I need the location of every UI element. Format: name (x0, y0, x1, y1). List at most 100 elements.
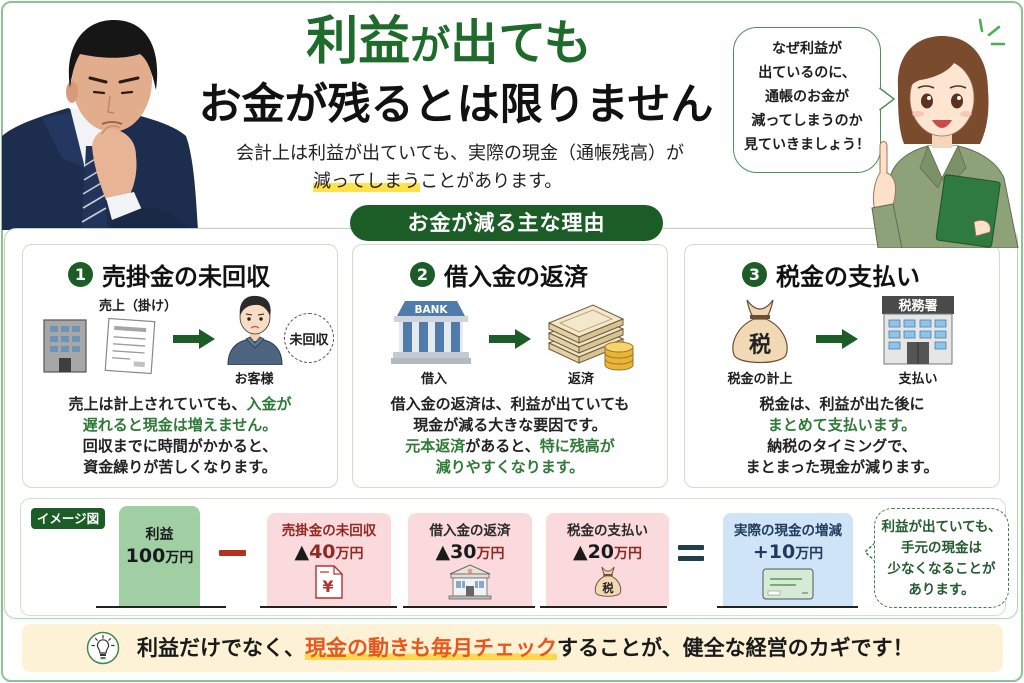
description-line: まとまった現金が減ります。 (685, 457, 999, 478)
label-borrowing: 借入 (420, 372, 447, 387)
text-segment: 回収までに時間がかかると、 (82, 437, 278, 455)
tip-text: 利益だけでなく、現金の動きも毎月チェックすることが、健全な経営のカギです！ (137, 624, 914, 672)
description-line: 税金は、利益が出た後に (685, 394, 999, 415)
arrow-right-icon (489, 329, 531, 349)
speech-line: 出ているのに、 (758, 65, 856, 81)
baseline (717, 606, 858, 608)
label-sales-on-credit: 売上（掛け） (98, 299, 177, 314)
text-segment: 減りやすくなります。 (435, 458, 585, 476)
speech-line: 通帳のお金が (765, 89, 849, 105)
tip-banner: 利益だけでなく、現金の動きも毎月チェックすることが、健全な経営のカギです！ (22, 624, 1003, 672)
bank-building-icon (448, 564, 492, 600)
profit-value: 100万円 (119, 544, 200, 570)
description-line: 回収までに時間がかかると、 (23, 436, 337, 457)
description-line: 現金が減る大きな要因です。 (353, 415, 667, 436)
bank-icon: BANK (391, 301, 471, 364)
reason-card-tax-payment: 3 税金の支払い 税 税金の計上 税務署 支払い 税金は、利益が出た後に まとめ… (684, 244, 1000, 488)
description-line: 元本返済があると、特に残高が (353, 436, 667, 457)
customer-icon (227, 295, 283, 365)
subtitle-line-2: 減ってしまうことがあります。 (313, 170, 562, 194)
bank-sign: BANK (414, 304, 448, 316)
subtitle-line-1: 会計上は利益が出ていても、実際の現金（通帳残高）が (235, 143, 685, 164)
deduction-label: 税金の支払い (567, 523, 648, 539)
title-particle: が (410, 23, 451, 69)
tax-money-bag-icon: 税 (732, 299, 788, 364)
description-line: 納税のタイミングで、 (685, 436, 999, 457)
text-segment: 入金が (246, 395, 292, 413)
deduction-amount: 40 (309, 541, 336, 563)
deduction-unit: 万円 (335, 546, 364, 562)
deduction-box-loan: 借入金の返済 ▲30万円 (408, 513, 532, 606)
description-line: 売上は計上されていても、入金が (23, 394, 337, 415)
reason-description: 売上は計上されていても、入金が 遅れると現金は増えません。 回収までに時間がかか… (23, 394, 337, 478)
text-segment: まとまった現金が減ります。 (745, 458, 939, 476)
deduction-label: 借入金の返済 (429, 523, 511, 539)
note-line: 利益が出ていても、 (881, 519, 1002, 535)
speech-bubble: なぜ利益が 出ているのに、 通帳のお金が 減ってしまうのか 見ていきましょう！ (733, 27, 881, 173)
yen-mark: ¥ (322, 577, 333, 596)
tax-office-sign: 税務署 (898, 298, 937, 314)
cash-flow-image-figure: イメージ図 利益 100万円 売掛金の未回収 ▲40万円 ¥ 借入金の返済 ▲3… (20, 498, 1009, 616)
tax-office-icon: 税務署 (882, 296, 954, 365)
deduction-box-receivables: 売掛金の未回収 ▲40万円 ¥ (267, 513, 391, 606)
card-title-text: 売掛金の未回収 (102, 263, 270, 291)
businessman-icon (2, 20, 198, 230)
speech-bubble-tail (877, 87, 896, 111)
number-badge: 1 (68, 262, 93, 287)
baseline (540, 606, 667, 608)
speech-line: なぜ利益が (772, 41, 842, 57)
yen-document-icon: ¥ (315, 565, 343, 599)
reason-card-receivables: 1 売掛金の未回収 売上（掛け） 未回収 お客様 売上は計上されていても、入金が… (22, 244, 338, 488)
deduction-sign: ▲ (572, 541, 588, 563)
note-line: あります。 (908, 582, 975, 598)
result-sign: + (752, 541, 769, 563)
number-badge: 2 (410, 262, 435, 287)
money-stack-icon (547, 304, 634, 371)
baseline (96, 606, 226, 608)
baseline (403, 606, 535, 608)
excitement-marks-icon (978, 18, 1006, 46)
title-line-2: お金が残るとは限りません (198, 80, 714, 130)
label-tax-accrual: 税金の計上 (727, 372, 793, 387)
speech-line: 減ってしまうのか (751, 113, 863, 129)
label-repayment: 返済 (567, 372, 594, 387)
deduction-box-tax: 税金の支払い ▲20万円 税 (546, 513, 669, 606)
text-segment: 売上は計上されていても、 (68, 395, 247, 413)
subtitle-highlight: 減ってしまう (313, 171, 421, 192)
text-segment: 遅れると現金は増えません。 (82, 416, 278, 434)
number-badge: 3 (742, 262, 767, 287)
reason-description: 税金は、利益が出た後に まとめて支払います。 納税のタイミングで、 まとまった現… (685, 394, 999, 478)
deduction-value: ▲20万円 (546, 540, 669, 566)
deduction-amount: 30 (450, 541, 477, 563)
card-title-text: 税金の支払い (776, 263, 920, 291)
deduction-amount: 20 (587, 541, 615, 563)
description-line: 資金繰りが苦しくなります。 (23, 457, 337, 478)
uncollected-badge: 未回収 (284, 313, 334, 363)
text-segment: 資金繰りが苦しくなります。 (83, 458, 277, 476)
deduction-value: ▲30万円 (408, 540, 532, 566)
deduction-unit: 万円 (476, 546, 505, 562)
card-title: 3 税金の支払い (685, 257, 999, 292)
profit-label: 利益 (145, 527, 174, 543)
tip-text-before: 利益だけでなく、 (137, 636, 305, 660)
profit-unit: 万円 (165, 550, 194, 566)
text-segment: 現金が減る大きな要因です。 (413, 416, 607, 434)
note-line: 少なくなることが (887, 561, 996, 577)
thinking-businessman-image (2, 8, 198, 230)
figure-tag: イメージ図 (31, 508, 105, 529)
arrow-right-icon (173, 329, 215, 349)
result-value: +10万円 (723, 540, 853, 566)
title-line-1: 利益が出ても (249, 10, 649, 86)
description-line: 減りやすくなります。 (353, 457, 667, 478)
deduction-value: ▲40万円 (267, 540, 391, 566)
baseline (260, 606, 397, 608)
note-bubble: 利益が出ていても、 手元の現金は 少なくなることが あります。 (874, 508, 1009, 608)
speech-line: 見ていきましょう！ (744, 137, 870, 153)
text-segment: 借入金の返済は、利益が出ていても (390, 395, 630, 413)
minus-icon (219, 550, 246, 556)
profit-amount: 100 (125, 545, 166, 567)
text-segment: 特に残高が (539, 437, 615, 455)
reason-description: 借入金の返済は、利益が出ていても 現金が減る大きな要因です。 元本返済があると、… (353, 394, 667, 478)
description-line: まとめて支払います。 (685, 415, 999, 436)
